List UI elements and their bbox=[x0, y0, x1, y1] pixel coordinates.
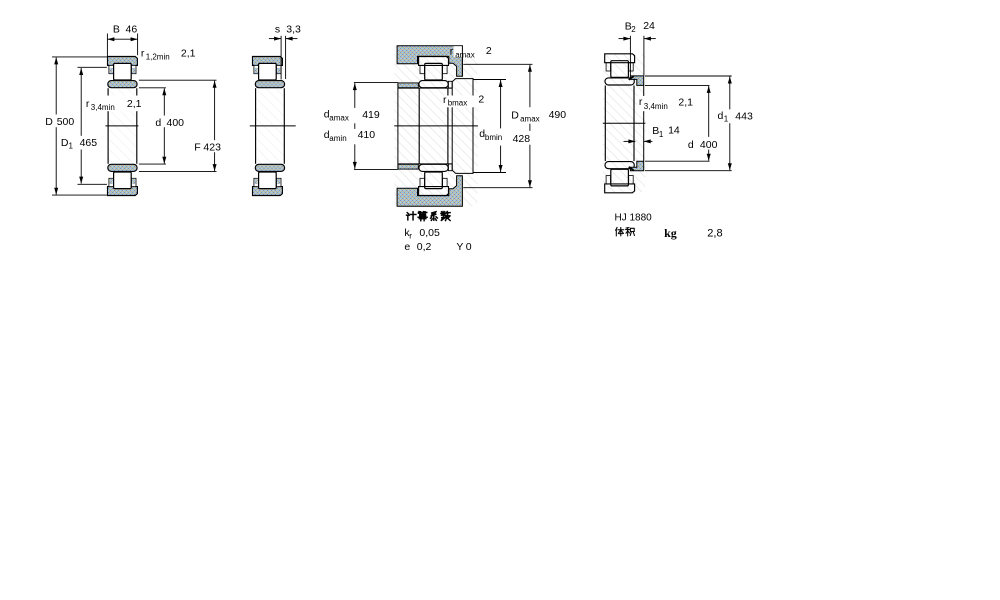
svg-text:s: s bbox=[275, 24, 280, 36]
svg-text:d: d bbox=[718, 110, 724, 122]
svg-text:1: 1 bbox=[724, 115, 729, 124]
svg-text:amax: amax bbox=[329, 113, 349, 122]
svg-text:bmax: bmax bbox=[448, 99, 468, 108]
svg-text:3,4min: 3,4min bbox=[91, 103, 115, 112]
svg-text:500: 500 bbox=[57, 116, 75, 128]
svg-text:0: 0 bbox=[466, 241, 472, 253]
svg-text:3,3: 3,3 bbox=[286, 24, 301, 36]
svg-text:410: 410 bbox=[358, 129, 376, 141]
svg-text:D: D bbox=[45, 116, 53, 128]
svg-text:F: F bbox=[194, 142, 200, 154]
svg-text:D: D bbox=[511, 110, 519, 122]
svg-text:amin: amin bbox=[329, 134, 346, 143]
svg-text:amax: amax bbox=[455, 50, 475, 59]
svg-text:d: d bbox=[688, 139, 694, 151]
svg-text:46: 46 bbox=[126, 23, 138, 35]
svg-text:465: 465 bbox=[80, 137, 98, 149]
svg-text:1,2min: 1,2min bbox=[146, 53, 170, 62]
svg-text:Y: Y bbox=[456, 241, 463, 253]
svg-text:D: D bbox=[61, 137, 69, 149]
svg-text:2: 2 bbox=[478, 94, 484, 106]
svg-text:428: 428 bbox=[513, 133, 531, 145]
svg-text:e: e bbox=[404, 241, 410, 253]
svg-text:k: k bbox=[404, 227, 410, 239]
svg-text:bmin: bmin bbox=[485, 133, 502, 142]
svg-text:r: r bbox=[409, 231, 412, 240]
svg-text:B: B bbox=[113, 23, 120, 35]
svg-text:amax: amax bbox=[520, 114, 540, 123]
svg-text:2,1: 2,1 bbox=[181, 48, 196, 60]
svg-text:24: 24 bbox=[643, 20, 655, 32]
svg-text:r: r bbox=[450, 46, 454, 58]
svg-text:400: 400 bbox=[700, 139, 718, 151]
svg-text:443: 443 bbox=[735, 110, 753, 122]
svg-text:1: 1 bbox=[69, 142, 74, 151]
svg-text:2,1: 2,1 bbox=[678, 96, 693, 108]
svg-text:r: r bbox=[86, 98, 90, 110]
svg-text:0,05: 0,05 bbox=[419, 227, 440, 239]
svg-text:r: r bbox=[141, 48, 145, 60]
svg-text:1: 1 bbox=[659, 130, 664, 139]
svg-text:r: r bbox=[639, 96, 643, 108]
svg-text:kg: kg bbox=[664, 226, 677, 240]
svg-text:d: d bbox=[479, 128, 485, 140]
svg-text:2,8: 2,8 bbox=[707, 228, 722, 240]
svg-text:423: 423 bbox=[203, 142, 221, 154]
svg-text:2: 2 bbox=[631, 25, 636, 34]
svg-text:3,4min: 3,4min bbox=[644, 102, 668, 111]
svg-text:d: d bbox=[324, 129, 330, 141]
svg-text:0,2: 0,2 bbox=[417, 241, 432, 253]
svg-text:d: d bbox=[324, 109, 330, 121]
svg-text:2,1: 2,1 bbox=[127, 98, 142, 110]
svg-text:B: B bbox=[652, 125, 659, 137]
svg-text:HJ 1880: HJ 1880 bbox=[615, 212, 653, 223]
svg-text:400: 400 bbox=[167, 117, 185, 129]
svg-text:419: 419 bbox=[362, 109, 380, 121]
svg-text:r: r bbox=[443, 94, 447, 106]
svg-text:14: 14 bbox=[668, 125, 680, 137]
svg-text:B: B bbox=[625, 20, 632, 32]
svg-text:490: 490 bbox=[549, 109, 567, 121]
svg-text:d: d bbox=[155, 117, 161, 129]
svg-text:2: 2 bbox=[486, 45, 492, 57]
